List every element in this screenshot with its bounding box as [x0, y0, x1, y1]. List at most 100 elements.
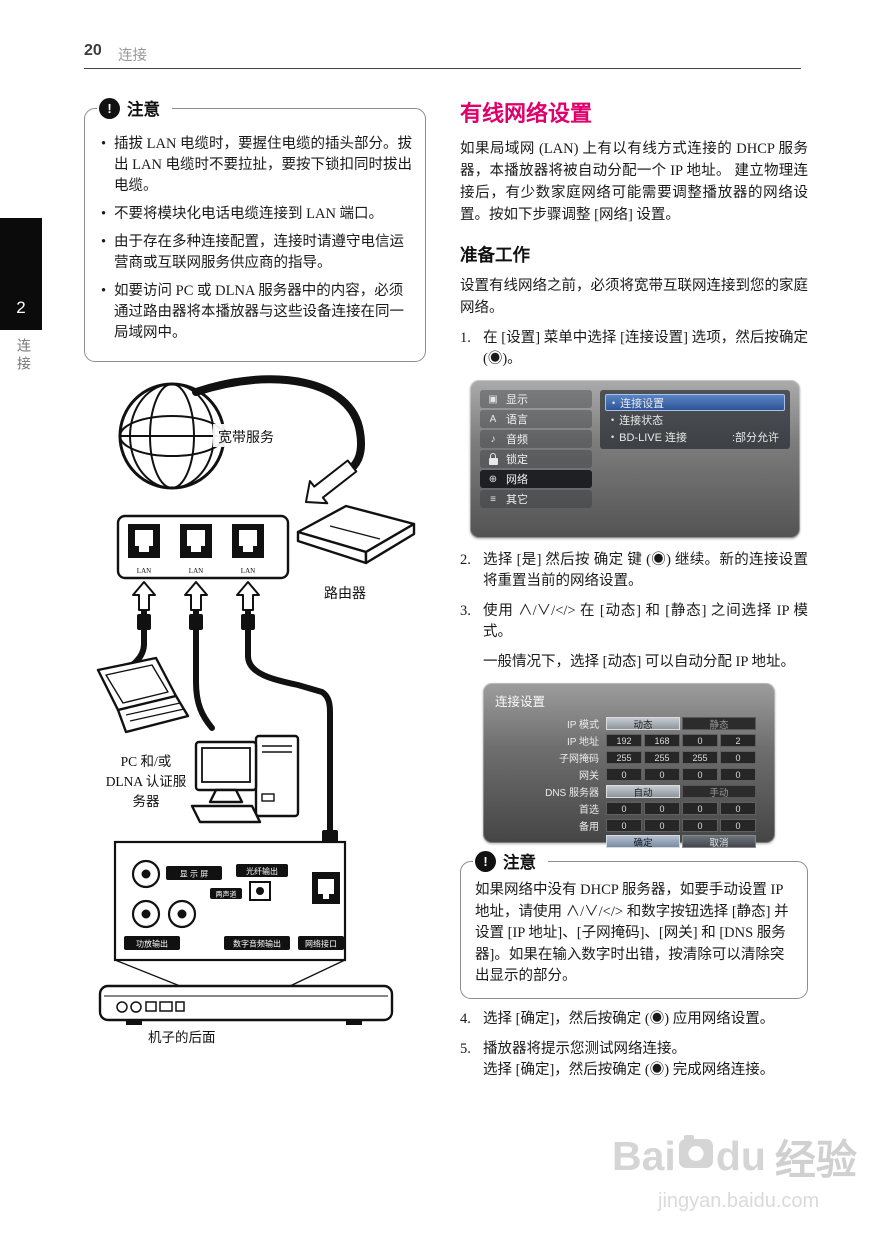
step-number: 3.	[460, 603, 471, 619]
auto-button: 自动	[606, 785, 680, 799]
ok-button: 确定	[606, 835, 680, 849]
settings-submenu: 连接设置 连接状态 BD-LIVE 连接 :部分允许	[600, 390, 790, 449]
step-item: 1. 在 [设置] 菜单中选择 [连接设置] 选项，然后按确定 (◉)。	[460, 328, 808, 370]
caution-title: 注意	[503, 854, 536, 872]
cancel-button: 取消	[682, 835, 756, 849]
gateway-cell: 0	[720, 768, 756, 781]
warning-icon: !	[99, 97, 120, 119]
menu-item-display: ▣ 显示	[480, 390, 592, 408]
lan-port-icon: LAN	[232, 524, 264, 575]
screen-title: 连接设置	[495, 695, 546, 709]
buttons-row: 确定 取消	[521, 835, 765, 849]
amp-out-label: 功放输出	[136, 939, 168, 949]
subnet-row: 子网掩码 255 255 255 0	[521, 750, 765, 765]
dns-cell: 0	[682, 802, 718, 815]
menu-item-language: A 语言	[480, 410, 592, 428]
other-icon: ≡	[490, 493, 496, 505]
static-button: 静态	[682, 717, 756, 731]
network-port-label: 网络接口	[305, 939, 337, 949]
manual-button: 手动	[682, 785, 756, 799]
caution-box-2: ! 注意 如果网络中没有 DHCP 服务器，如要手动设置 IP 地址，请使用 ∧…	[460, 849, 808, 999]
menu-item-lock: 锁定	[480, 450, 592, 468]
step-text: 使用 ∧/∨/</> 在 [动态] 和 [静态] 之间选择 IP 模式。 一般情…	[483, 601, 808, 673]
alternate-dns-row: 备用 0 0 0 0	[521, 818, 765, 833]
ip-cell: 2	[720, 734, 756, 747]
submenu-item-bdlive: BD-LIVE 连接 :部分允许	[605, 428, 785, 445]
caution-text: 如果网络中没有 DHCP 服务器，如要手动设置 IP 地址，请使用 ∧/∨/</…	[475, 882, 789, 984]
step-text: 选择 [是] 然后按 确定 键 (◉) 继续。新的连接设置将重置当前的网络设置。	[483, 552, 808, 589]
camera-icon	[678, 1134, 713, 1168]
caution-item: 不要将模块化电话电缆连接到 LAN 端口。	[99, 204, 413, 225]
router-icon	[296, 504, 416, 565]
dns-cell: 0	[644, 819, 680, 832]
svg-text:LAN: LAN	[189, 567, 203, 575]
audio-icon: ♪	[490, 433, 496, 445]
connection-table: IP 模式 动态 静态 IP 地址 192 168 0 2 子网掩码 255 2…	[521, 716, 765, 849]
prep-title: 准备工作	[460, 245, 530, 265]
lan-port-icon: LAN	[180, 524, 212, 575]
lock-icon	[486, 452, 500, 466]
rca-jack-icons	[131, 859, 197, 929]
settings-menu: ▣ 显示 A 语言 ♪ 音频 锁定 ⊕ 网络	[480, 390, 592, 528]
globe-icon	[118, 382, 226, 490]
pc-label-line2: DLNA 认证服	[106, 774, 187, 789]
dns-cell: 0	[606, 819, 642, 832]
broadband-label: 宽带服务	[218, 429, 274, 446]
menu-item-other: ≡ 其它	[480, 490, 592, 508]
svg-text:LAN: LAN	[137, 567, 151, 575]
caution-title: 注意	[127, 101, 160, 119]
svg-text:LAN: LAN	[241, 567, 255, 575]
digital-audio-label: 数字音频输出	[233, 939, 281, 949]
caution-header: ! 注意	[473, 849, 548, 873]
caution-list: 插拔 LAN 电缆时，要握住电缆的插头部分。拔出 LAN 电缆时不要拉扯，要按下…	[99, 134, 413, 344]
ip-cell: 0	[682, 734, 718, 747]
header-divider	[84, 68, 801, 69]
caution-box-1: ! 注意 插拔 LAN 电缆时，要握住电缆的插头部分。拔出 LAN 电缆时不要拉…	[84, 96, 426, 362]
section-label: 连接	[118, 48, 147, 64]
ip-cell: 192	[606, 734, 642, 747]
ip-cell: 168	[644, 734, 680, 747]
player-rear-icon	[98, 984, 394, 1025]
chapter-number: 2	[16, 298, 26, 317]
left-column: ! 注意 插拔 LAN 电缆时，要握住电缆的插头部分。拔出 LAN 电缆时不要拉…	[84, 96, 426, 1064]
intro-paragraph: 如果局域网 (LAN) 上有以有线方式连接的 DHCP 服务器，本播放器将被自动…	[460, 141, 808, 223]
dns-cell: 0	[720, 802, 756, 815]
watermark-domain: jingyan.baidu.com	[658, 1190, 820, 1212]
step-number: 4.	[460, 1010, 471, 1027]
dns-cell: 0	[644, 802, 680, 815]
optical-out-label: 光纤输出	[246, 866, 278, 876]
step-text: 选择 [确定]，然后按确定 (◉) 应用网络设置。	[483, 1010, 775, 1027]
caution-item: 如要访问 PC 或 DLNA 服务器中的内容，必须通过路由器将本播放器与这些设备…	[99, 281, 413, 344]
step-text: 播放器将提示您测试网络连接。 选择 [确定]，然后按确定 (◉) 完成网络连接。	[483, 1039, 808, 1081]
two-channel-label: 两声道	[216, 890, 237, 899]
chapter-label-vertical: 连接	[16, 338, 32, 374]
step-item: 4. 选择 [确定]，然后按确定 (◉) 应用网络设置。	[460, 1009, 808, 1030]
up-arrow-icons	[132, 581, 260, 611]
dynamic-button: 动态	[606, 717, 680, 731]
broadband-cable	[192, 375, 365, 477]
panel-lan-port-icon	[312, 872, 340, 904]
chapter-tab: 2	[0, 218, 42, 330]
display-icon: ▣	[488, 393, 498, 405]
dns-mode-row: DNS 服务器 自动 手动	[521, 784, 765, 799]
step-subtext: 一般情况下，选择 [动态] 可以自动分配 IP 地址。	[483, 654, 796, 670]
subnet-cell: 255	[682, 751, 718, 764]
step-number: 5.	[460, 1040, 471, 1057]
caution-item: 由于存在多种连接配置，连接时请遵守电信运营商或互联网服务供应商的指导。	[99, 232, 413, 274]
dns-cell: 0	[720, 819, 756, 832]
network-diagram: 宽带服务 路由器 LAN LAN	[96, 375, 416, 1045]
network-icon: ⊕	[488, 473, 498, 485]
step-item: 2. 选择 [是] 然后按 确定 键 (◉) 继续。新的连接设置将重置当前的网络…	[460, 550, 808, 592]
subnet-cell: 255	[644, 751, 680, 764]
cable-connectors	[137, 610, 255, 630]
cable-to-player	[245, 627, 333, 833]
connection-setup-screenshot: 连接设置 IP 模式 动态 静态 IP 地址 192 168 0 2 子网掩码 …	[483, 683, 775, 849]
step-item: 5. 播放器将提示您测试网络连接。 选择 [确定]，然后按确定 (◉) 完成网络…	[460, 1039, 808, 1081]
warning-icon: !	[475, 850, 496, 872]
dns-cell: 0	[682, 819, 718, 832]
pc-label-line3: 务器	[133, 794, 160, 809]
gateway-cell: 0	[644, 768, 680, 781]
cable-to-desktop	[193, 627, 215, 731]
pc-label-line1: PC 和/或	[121, 754, 172, 769]
